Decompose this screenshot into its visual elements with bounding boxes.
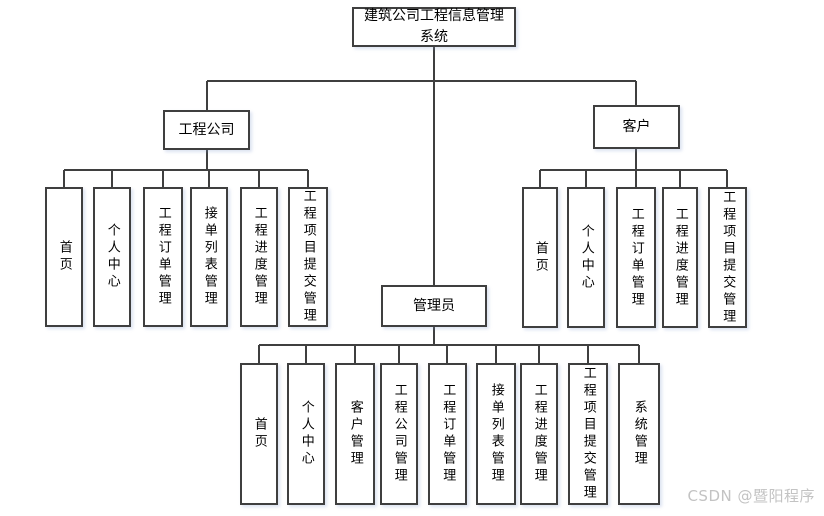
node-root-system: 建筑公司工程信息管理系统 — [352, 7, 516, 47]
admin-leaf-company-mgmt: 工程公司管理 — [380, 363, 418, 505]
company-leaf-home: 首页 — [45, 187, 83, 327]
connector-top-tier — [206, 80, 637, 110]
leaf-label: 工程进度管理 — [531, 383, 547, 485]
connector-company-group — [63, 150, 309, 187]
company-leaf-progress-mgmt: 工程进度管理 — [240, 187, 278, 327]
leaf-label: 工程项目提交管理 — [580, 366, 596, 502]
admin-leaf-customer-mgmt: 客户管理 — [335, 363, 375, 505]
admin-leaf-system-mgmt: 系统管理 — [618, 363, 660, 505]
leaf-label: 工程订单管理 — [440, 383, 456, 485]
leaf-label: 接单列表管理 — [488, 383, 504, 485]
connector-customer-group — [539, 149, 728, 187]
leaf-label: 工程进度管理 — [672, 206, 688, 309]
connector-admin-group — [258, 327, 640, 363]
leaf-label: 个人中心 — [104, 223, 120, 291]
admin-leaf-order-list-mgmt: 接单列表管理 — [476, 363, 516, 505]
company-leaf-project-submit-mgmt: 工程项目提交管理 — [288, 187, 328, 327]
leaf-label: 接单列表管理 — [201, 206, 217, 308]
leaf-label: 首页 — [56, 240, 72, 274]
leaf-label: 系统管理 — [631, 400, 647, 468]
admin-leaf-home: 首页 — [240, 363, 278, 505]
admin-leaf-order-mgmt: 工程订单管理 — [428, 363, 467, 505]
company-leaf-order-mgmt: 工程订单管理 — [143, 187, 183, 327]
leaf-label: 工程订单管理 — [628, 206, 644, 309]
node-branch-customer: 客户 — [593, 105, 680, 149]
customer-leaf-progress-mgmt: 工程进度管理 — [662, 187, 698, 328]
customer-leaf-home: 首页 — [522, 187, 558, 328]
customer-leaf-project-submit-mgmt: 工程项目提交管理 — [708, 187, 747, 328]
admin-leaf-progress-mgmt: 工程进度管理 — [520, 363, 558, 505]
node-branch-admin: 管理员 — [381, 285, 487, 327]
leaf-label: 工程公司管理 — [391, 383, 407, 485]
leaf-label: 工程进度管理 — [251, 206, 267, 308]
company-leaf-personal-center: 个人中心 — [93, 187, 131, 327]
leaf-label: 工程订单管理 — [155, 206, 171, 308]
leaf-label: 工程项目提交管理 — [720, 189, 736, 326]
customer-leaf-personal-center: 个人中心 — [567, 187, 605, 328]
leaf-label: 首页 — [532, 240, 548, 275]
leaf-label: 首页 — [251, 417, 267, 451]
leaf-label: 工程项目提交管理 — [300, 189, 316, 325]
company-leaf-order-list-mgmt: 接单列表管理 — [190, 187, 228, 327]
admin-leaf-project-submit-mgmt: 工程项目提交管理 — [568, 363, 608, 505]
csdn-watermark: CSDN @暨阳程序 — [687, 487, 815, 505]
leaf-label: 客户管理 — [347, 400, 363, 468]
node-branch-company: 工程公司 — [163, 110, 250, 150]
leaf-label: 个人中心 — [578, 223, 594, 292]
leaf-label: 个人中心 — [298, 400, 314, 468]
admin-leaf-personal-center: 个人中心 — [287, 363, 325, 505]
customer-leaf-order-mgmt: 工程订单管理 — [616, 187, 656, 328]
